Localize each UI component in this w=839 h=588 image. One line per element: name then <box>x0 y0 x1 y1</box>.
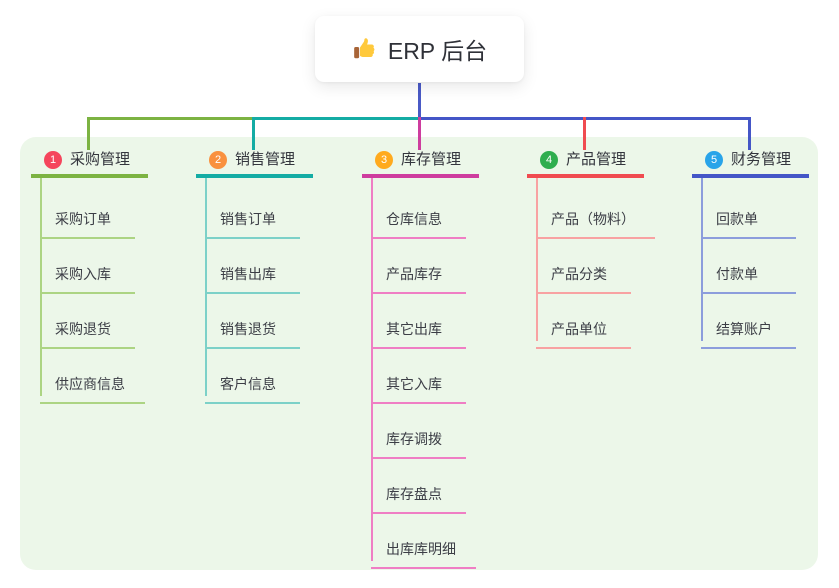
connector-bus-segment <box>252 117 420 120</box>
branch-label: 产品管理 <box>566 151 627 168</box>
connector-child-spine <box>205 178 207 396</box>
connector-branch-drop <box>418 117 421 150</box>
branch-number-badge: 4 <box>540 151 558 169</box>
child-node[interactable]: 回款单 <box>701 199 796 239</box>
branch-label: 销售管理 <box>235 151 296 168</box>
connector-root-drop <box>418 83 421 120</box>
connector-child-spine <box>371 178 373 561</box>
connector-bus-segment <box>87 117 254 120</box>
thumbs-up-icon <box>352 36 378 62</box>
child-node[interactable]: 付款单 <box>701 254 796 294</box>
child-label: 其它入库 <box>386 376 442 392</box>
child-label: 出库库明细 <box>386 541 456 557</box>
canvas-panel <box>20 137 818 570</box>
child-label: 销售订单 <box>220 211 276 227</box>
child-node[interactable]: 产品库存 <box>371 254 466 294</box>
child-node[interactable]: 库存调拨 <box>371 419 466 459</box>
connector-branch-drop <box>252 117 255 150</box>
child-label: 库存调拨 <box>386 431 442 447</box>
child-node[interactable]: 销售出库 <box>205 254 300 294</box>
child-label: 采购订单 <box>55 211 111 227</box>
child-node[interactable]: 供应商信息 <box>40 364 145 404</box>
connector-child-spine <box>701 178 703 341</box>
child-label: 销售出库 <box>220 266 276 282</box>
branch-underline <box>31 174 148 178</box>
branch-underline <box>362 174 479 178</box>
child-node[interactable]: 产品（物料） <box>536 199 655 239</box>
branch-underline <box>527 174 644 178</box>
branch-number-badge: 3 <box>375 151 393 169</box>
child-label: 产品（物料） <box>551 211 635 227</box>
child-label: 产品库存 <box>386 266 442 282</box>
child-node[interactable]: 采购入库 <box>40 254 135 294</box>
child-label: 库存盘点 <box>386 486 442 502</box>
child-node[interactable]: 产品分类 <box>536 254 631 294</box>
child-label: 回款单 <box>716 211 758 227</box>
branch-label: 采购管理 <box>70 151 131 168</box>
branch-node-2[interactable]: 2 销售管理 <box>209 151 295 169</box>
child-label: 其它出库 <box>386 321 442 337</box>
child-node[interactable]: 出库库明细 <box>371 529 476 569</box>
branch-node-4[interactable]: 4 产品管理 <box>540 151 626 169</box>
child-node[interactable]: 其它入库 <box>371 364 466 404</box>
child-node[interactable]: 仓库信息 <box>371 199 466 239</box>
child-label: 产品单位 <box>551 321 607 337</box>
child-node[interactable]: 采购退货 <box>40 309 135 349</box>
branch-underline <box>196 174 313 178</box>
child-node[interactable]: 结算账户 <box>701 309 796 349</box>
connector-branch-drop <box>87 117 90 150</box>
child-node[interactable]: 其它出库 <box>371 309 466 349</box>
connector-child-spine <box>536 178 538 341</box>
child-label: 供应商信息 <box>55 376 125 392</box>
child-node[interactable]: 客户信息 <box>205 364 300 404</box>
branch-node-1[interactable]: 1 采购管理 <box>44 151 130 169</box>
connector-branch-drop <box>583 117 586 150</box>
branch-node-5[interactable]: 5 财务管理 <box>705 151 791 169</box>
branch-number-badge: 1 <box>44 151 62 169</box>
child-label: 产品分类 <box>551 266 607 282</box>
root-title: ERP 后台 <box>387 38 488 64</box>
branch-label: 财务管理 <box>731 151 792 168</box>
child-label: 采购退货 <box>55 321 111 337</box>
branch-number-badge: 5 <box>705 151 723 169</box>
child-label: 采购入库 <box>55 266 111 282</box>
connector-branch-drop <box>748 117 751 150</box>
child-label: 结算账户 <box>716 321 772 337</box>
connector-child-spine <box>40 178 42 396</box>
child-node[interactable]: 销售退货 <box>205 309 300 349</box>
child-node[interactable]: 采购订单 <box>40 199 135 239</box>
child-label: 仓库信息 <box>386 211 442 227</box>
root-node[interactable]: ERP 后台 <box>315 16 524 82</box>
branch-number-badge: 2 <box>209 151 227 169</box>
child-node[interactable]: 库存盘点 <box>371 474 466 514</box>
child-label: 付款单 <box>716 266 758 282</box>
child-node[interactable]: 产品单位 <box>536 309 631 349</box>
branch-underline <box>692 174 809 178</box>
branch-label: 库存管理 <box>401 151 462 168</box>
child-label: 销售退货 <box>220 321 276 337</box>
branch-node-3[interactable]: 3 库存管理 <box>375 151 461 169</box>
child-node[interactable]: 销售订单 <box>205 199 300 239</box>
child-label: 客户信息 <box>220 376 276 392</box>
